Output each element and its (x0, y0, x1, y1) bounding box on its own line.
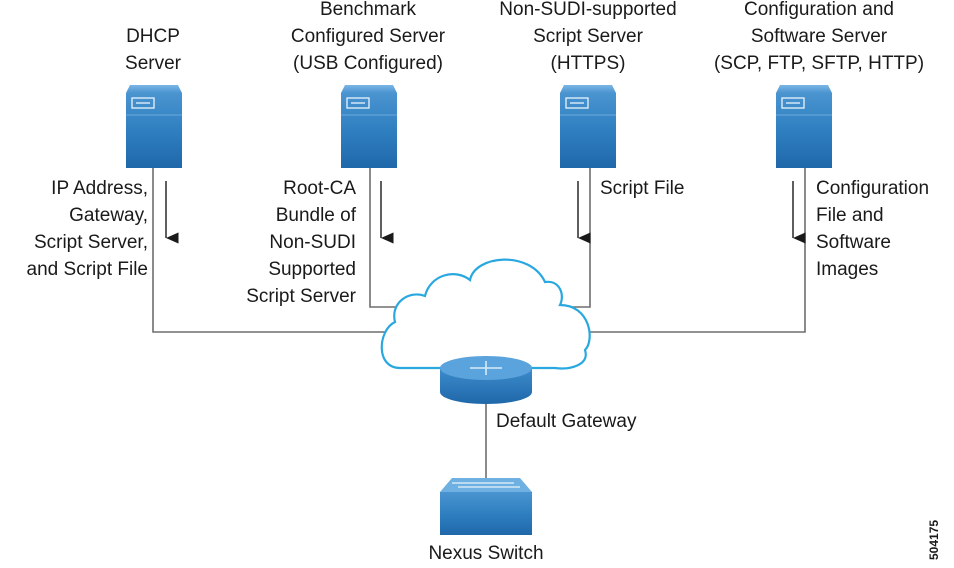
benchmark-server-title: Benchmark Configured Server (USB Configu… (268, 0, 468, 77)
title-line: Non-SUDI-supported (499, 0, 677, 20)
config-flow-label: Configuration File and Software Images (816, 175, 929, 283)
flow-line: Images (816, 259, 879, 280)
figure-id: 504175 (927, 519, 941, 560)
flow-line: File and (816, 205, 884, 226)
benchmark-link (369, 168, 398, 308)
connection-lines (152, 168, 806, 480)
flow-line: Root-CA (283, 178, 356, 199)
script-server-link (570, 168, 591, 308)
benchmark-flow-label: Root-CA Bundle of Non-SUDI Supported Scr… (210, 175, 356, 310)
flow-line: Non-SUDI (269, 232, 356, 253)
title-line: Configuration and (744, 0, 894, 20)
script-flow-label: Script File (600, 175, 684, 202)
server-icons (126, 85, 832, 168)
title-line: Configured Server (290, 26, 446, 47)
default-gateway-label: Default Gateway (496, 411, 637, 432)
config-server-title: Configuration and Software Server (SCP, … (700, 0, 938, 77)
flow-arrows (165, 181, 806, 244)
flow-line: Bundle of (275, 205, 356, 226)
flow-line: Script File (600, 178, 685, 199)
title-line: Script Server (533, 26, 643, 47)
script-server-title: Non-SUDI-supported Script Server (HTTPS) (480, 0, 696, 77)
config-server-icon (776, 85, 832, 168)
title-line: Benchmark (319, 0, 417, 20)
cloud-icon (380, 258, 591, 370)
title-line: (HTTPS) (550, 53, 626, 74)
dhcp-link (152, 168, 385, 333)
title-line: DHCP (126, 26, 180, 47)
flow-line: Script Server (246, 286, 356, 307)
flow-line: and Script File (26, 259, 148, 280)
flow-line: Gateway, (69, 205, 148, 226)
switch-icon (440, 478, 532, 535)
flow-line: Script Server, (33, 232, 148, 253)
flow-line: Software (816, 232, 891, 253)
dhcp-server-title: DHCP Server (103, 23, 203, 77)
flow-line: IP Address, (51, 178, 148, 199)
title-line: (USB Configured) (293, 53, 443, 74)
title-line: Software Server (750, 26, 888, 47)
router-icon (440, 356, 532, 404)
flow-line: Configuration (816, 178, 930, 199)
benchmark-server-icon (341, 85, 397, 168)
dhcp-server-icon (126, 85, 182, 168)
flow-line: Supported (268, 259, 356, 280)
nexus-switch-label: Nexus Switch (428, 543, 544, 564)
title-line: (SCP, FTP, SFTP, HTTP) (713, 53, 925, 74)
dhcp-flow-label: IP Address, Gateway, Script Server, and … (0, 175, 148, 283)
config-server-link (590, 168, 806, 333)
script-server-icon (560, 85, 616, 168)
title-line: Server (125, 53, 181, 74)
